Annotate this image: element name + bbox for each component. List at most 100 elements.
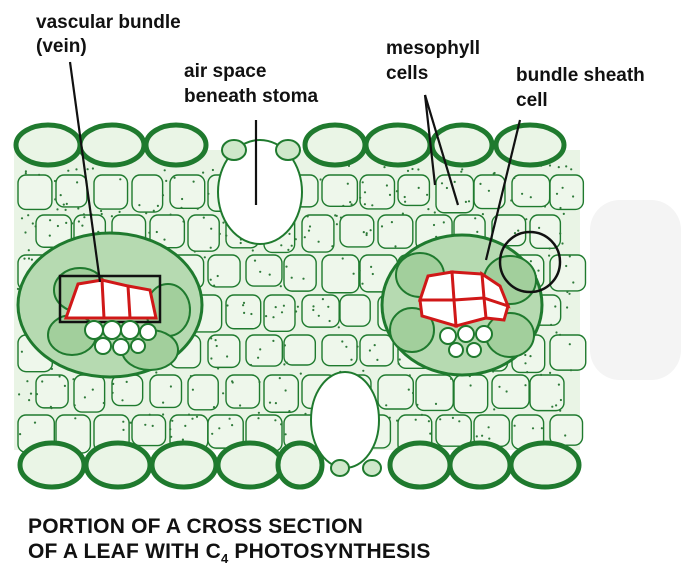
chloroplast-dot	[340, 217, 342, 219]
chloroplast-dot	[112, 383, 114, 385]
chloroplast-dot	[385, 404, 387, 406]
chloroplast-dot	[514, 232, 516, 234]
chloroplast-dot	[152, 425, 154, 427]
chloroplast-dot	[101, 213, 103, 215]
chloroplast-dot	[454, 181, 456, 183]
chloroplast-dot	[521, 193, 523, 195]
chloroplast-dot	[433, 224, 435, 226]
chloroplast-dot	[30, 393, 32, 395]
chloroplast-dot	[138, 204, 140, 206]
chloroplast-dot	[506, 390, 508, 392]
chloroplast-dot	[476, 435, 478, 437]
chloroplast-dot	[558, 384, 560, 386]
chloroplast-dot	[391, 221, 393, 223]
chloroplast-dot	[309, 225, 311, 227]
chloroplast-dot	[148, 232, 150, 234]
chloroplast-dot	[342, 205, 344, 207]
chloroplast-dot	[202, 172, 204, 174]
mesophyll-cell	[226, 375, 260, 408]
mesophyll-cell	[302, 215, 334, 252]
chloroplast-dot	[280, 423, 282, 425]
chloroplast-dot	[308, 230, 310, 232]
chloroplast-dot	[36, 393, 38, 395]
chloroplast-dot	[41, 380, 43, 382]
chloroplast-dot	[162, 402, 164, 404]
chloroplast-dot	[563, 213, 565, 215]
lower-epidermis-cell	[278, 443, 322, 487]
chloroplast-dot	[450, 378, 452, 380]
chloroplast-dot	[514, 425, 516, 427]
chloroplast-dot	[304, 236, 306, 238]
chloroplast-dot	[322, 298, 324, 300]
chloroplast-dot	[210, 337, 212, 339]
chloroplast-dot	[156, 231, 158, 233]
mesophyll-cell	[398, 175, 429, 205]
mesophyll-cell	[112, 375, 143, 406]
chloroplast-dot	[60, 194, 62, 196]
chloroplast-dot	[78, 220, 80, 222]
chloroplast-dot	[240, 242, 242, 244]
chloroplast-dot	[565, 165, 567, 167]
chloroplast-dot	[130, 422, 132, 424]
chloroplast-dot	[428, 420, 430, 422]
chloroplast-dot	[87, 168, 89, 170]
chloroplast-dot	[222, 222, 224, 224]
chloroplast-dot	[488, 426, 490, 428]
lower-epidermis-cell	[20, 443, 84, 487]
chloroplast-dot	[416, 404, 418, 406]
chloroplast-dot	[170, 436, 172, 438]
chloroplast-dot	[219, 233, 221, 235]
chloroplast-dot	[386, 184, 388, 186]
chloroplast-dot	[171, 420, 173, 422]
chloroplast-dot	[196, 416, 198, 418]
chloroplast-dot	[285, 433, 287, 435]
chloroplast-dot	[476, 231, 478, 233]
chloroplast-dot	[71, 222, 73, 224]
lower-epidermis-cell	[152, 443, 216, 487]
chloroplast-dot	[434, 211, 436, 213]
chloroplast-dot	[366, 234, 368, 236]
chloroplast-dot	[153, 210, 155, 212]
chloroplast-dot	[65, 222, 67, 224]
chloroplast-dot	[398, 363, 400, 365]
chloroplast-dot	[18, 393, 20, 395]
chloroplast-dot	[122, 421, 124, 423]
chloroplast-dot	[252, 249, 254, 251]
lower-epidermis-cell	[511, 443, 579, 487]
chloroplast-dot	[399, 358, 401, 360]
chloroplast-dot	[468, 200, 470, 202]
chloroplast-dot	[269, 402, 271, 404]
chloroplast-dot	[119, 211, 121, 213]
chloroplast-dot	[540, 374, 542, 376]
chloroplast-dot	[258, 412, 260, 414]
chloroplast-dot	[564, 434, 566, 436]
lower-epidermis-cell	[86, 443, 150, 487]
chloroplast-dot	[320, 178, 322, 180]
chloroplast-dot	[192, 389, 194, 391]
chloroplast-dot	[341, 340, 343, 342]
mesophyll-cell	[226, 295, 261, 329]
chloroplast-dot	[210, 247, 212, 249]
chloroplast-dot	[568, 293, 570, 295]
chloroplast-dot	[170, 385, 172, 387]
chloroplast-dot	[229, 418, 231, 420]
label-vein: (vein)	[36, 36, 87, 57]
chloroplast-dot	[372, 273, 374, 275]
mesophyll-cell	[322, 335, 357, 366]
mesophyll-cell	[550, 335, 586, 370]
chloroplast-dot	[350, 359, 352, 361]
chloroplast-dot	[213, 406, 215, 408]
mesophyll-cell	[74, 375, 105, 412]
chloroplast-dot	[259, 271, 261, 273]
mesophyll-cell	[188, 215, 219, 251]
chloroplast-dot	[446, 187, 448, 189]
chloroplast-dot	[474, 217, 476, 219]
chloroplast-dot	[254, 260, 256, 262]
chloroplast-dot	[194, 250, 196, 252]
chloroplast-dot	[488, 190, 490, 192]
chloroplast-dot	[524, 384, 526, 386]
label-mesophyll-line2: cells	[386, 63, 428, 84]
chloroplast-dot	[364, 203, 366, 205]
mesophyll-cell	[530, 375, 564, 411]
chloroplast-dot	[559, 232, 561, 234]
